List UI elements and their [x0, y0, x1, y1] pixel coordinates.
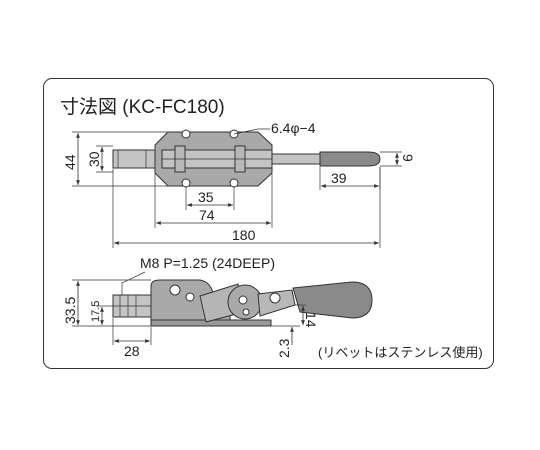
handle-top: [319, 151, 381, 167]
dim-overall-length: 180: [232, 227, 256, 243]
dim-hole-pitch: 35: [198, 189, 214, 205]
top-view: 6.4φ−4 44 30 35 74 180 39: [62, 120, 416, 248]
dim-height-outer: 44: [62, 154, 78, 170]
handle-side: [292, 281, 373, 319]
mount-hole-icon: [229, 178, 239, 188]
side-view: M8 P=1.25 (24DEEP) 33.5 17.5: [62, 255, 483, 360]
dim-height-inner: 30: [86, 151, 102, 167]
dim-plunger-length: 28: [124, 343, 140, 359]
dim-base-thickness: 2.3: [276, 338, 292, 358]
dim-plunger-center: 17.5: [90, 301, 102, 322]
hole-spec-label: 6.4φ−4: [271, 120, 316, 136]
plunger-top: [112, 149, 156, 169]
thread-spec-label: M8 P=1.25 (24DEEP): [140, 255, 275, 271]
dim-handle-dia: 9: [400, 154, 416, 162]
dim-base-length: 74: [199, 207, 215, 223]
mount-hole-icon: [181, 178, 191, 188]
dim-side-height: 33.5: [62, 297, 78, 324]
drawing-title: 寸法図 (KC-FC180): [60, 96, 225, 118]
mount-hole-icon: [181, 129, 191, 139]
rivet-note: (リベットはステンレス使用): [318, 345, 483, 360]
dim-handle-length: 39: [331, 170, 347, 186]
drawing-frame: [43, 78, 494, 369]
dim-offset: 14: [303, 312, 319, 328]
